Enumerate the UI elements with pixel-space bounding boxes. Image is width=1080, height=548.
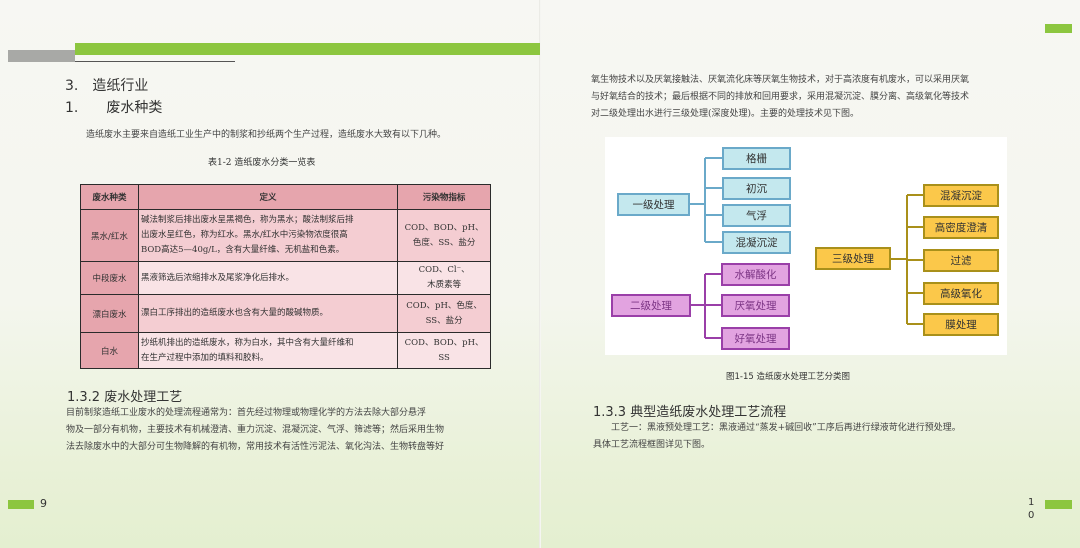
footer-bar-left xyxy=(8,500,34,509)
indicator-line: COD、pH、色度、 xyxy=(406,300,482,311)
paragraph-line: 工艺一：黑液预处理工艺：黑液通过“蒸发+碱回收”工序后再进行绿液苛化进行预处理。 xyxy=(611,423,961,433)
definition-line: 出废水呈红色，称为红水。黑水/红水中污染物浓度很高 xyxy=(140,230,348,240)
paragraph-line: 氧生物技术以及厌氧接触法、厌氧流化床等厌氧生物技术，对于高浓度有机废水，可以采用… xyxy=(591,75,970,85)
header-bar-green xyxy=(75,43,540,55)
table-cell-indicators: COD、pH、色度、 SS、盐分 xyxy=(397,294,491,333)
table-header: 污染物指标 xyxy=(397,184,491,210)
footer-bar-right xyxy=(1045,500,1072,509)
typical-process-paragraph: 工艺一：黑液预处理工艺：黑液通过“蒸发+碱回收”工序后再进行绿液苛化进行预处理。… xyxy=(593,420,961,454)
treatment-classification-diagram: 一级处理 格栅 初沉 气浮 混凝沉淀 二级处理 水解酸化 厌氧处理 好氧处理 三… xyxy=(605,137,1007,355)
table-cell-indicators: COD、BOD、pH、 色度、SS、盐分 xyxy=(397,209,491,262)
paragraph-line: 对二级处理出水进行三级处理(深度处理)。主要的处理技术见下图。 xyxy=(591,109,860,119)
level2-item-box: 好氧处理 xyxy=(721,327,790,350)
level3-item-box: 过滤 xyxy=(923,249,999,272)
level3-item-box: 高密度澄清 xyxy=(923,216,999,239)
definition-line: 黑液筛选后浓缩排水及尾浆净化后排水。 xyxy=(140,272,294,283)
level3-item-box: 高级氧化 xyxy=(923,282,999,305)
table-cell-type: 中段废水 xyxy=(80,261,139,295)
indicator-line: COD、Cl⁻、 xyxy=(418,265,470,275)
table-cell-definition: 黑液筛选后浓缩排水及尾浆净化后排水。 xyxy=(137,261,399,295)
treatment-paragraph: 目前制浆造纸工业废水的处理流程通常为：首先经过物理或物理化学的方法去除大部分悬浮… xyxy=(66,405,444,456)
level1-item-box: 格栅 xyxy=(722,147,791,170)
level3-box: 三级处理 xyxy=(815,247,891,270)
table-row: 黑水/红水 碱法制浆后排出废水呈黑褐色，称为黑水；酸法制浆后排 出废水呈红色，称… xyxy=(80,209,491,262)
level1-item-box: 初沉 xyxy=(722,177,791,200)
intro-paragraph: 造纸废水主要来自造纸工业生产中的制浆和抄纸两个生产过程，造纸废水大致有以下几种。 xyxy=(86,130,447,140)
page-number-right: 1 0 xyxy=(1028,497,1035,521)
table-cell-type: 漂白废水 xyxy=(80,294,139,333)
paragraph-line: 与好氧结合的技术；最后根据不同的排放和回用要求，采用混凝沉淀、膜分离、高级氧化等… xyxy=(591,92,970,102)
definition-line: 抄纸机排出的造纸废水，称为白水，其中含有大量纤维和 xyxy=(140,337,354,348)
indicator-line: 木质素等 xyxy=(427,280,462,290)
definition-line: 在生产过程中添加的填料和胶料。 xyxy=(140,352,269,363)
table-caption: 表1-2 造纸废水分类一览表 xyxy=(208,158,316,168)
indicator-line: 色度、SS、盐分 xyxy=(412,237,476,248)
heading-typical-process: 1.3.3 典型造纸废水处理工艺流程 xyxy=(593,405,787,420)
figure-caption: 图1-15 造纸废水处理工艺分类图 xyxy=(726,372,850,382)
indicator-line: SS xyxy=(438,352,450,363)
table-cell-type: 白水 xyxy=(80,332,139,369)
table-header: 废水种类 xyxy=(80,184,139,210)
header-rule xyxy=(75,61,235,62)
indicator-line: COD、BOD、pH、 xyxy=(404,222,484,233)
header-bar-right xyxy=(1045,24,1072,33)
level2-box: 二级处理 xyxy=(611,294,691,317)
table-header: 定义 xyxy=(137,184,399,210)
table-header-row: 废水种类 定义 污染物指标 xyxy=(80,184,491,210)
definition-line: 碱法制浆后排出废水呈黑褐色，称为黑水；酸法制浆后排 xyxy=(140,215,354,225)
indicator-line: SS、盐分 xyxy=(425,315,463,326)
page-number-left: 9 xyxy=(40,497,47,510)
paragraph-line: 物及一部分有机物，主要技术有机械澄清、重力沉淀、混凝沉淀、气浮、筛滤等；然后采用… xyxy=(66,425,445,435)
level3-item-box: 膜处理 xyxy=(923,313,999,336)
table-cell-indicators: COD、BOD、pH、 SS xyxy=(397,332,491,369)
paragraph-line: 具体工艺流程框图详见下图。 xyxy=(593,440,711,450)
level3-item-box: 混凝沉淀 xyxy=(923,184,999,207)
level2-item-box: 水解酸化 xyxy=(721,263,790,286)
table-cell-indicators: COD、Cl⁻、 木质素等 xyxy=(397,261,491,295)
book-spine xyxy=(539,0,541,548)
diagram-connectors xyxy=(690,157,923,339)
table-cell-type: 黑水/红水 xyxy=(80,209,139,262)
table-row: 白水 抄纸机排出的造纸废水，称为白水，其中含有大量纤维和 在生产过程中添加的填料… xyxy=(80,332,491,369)
heading-industry: 3. 造纸行业 xyxy=(65,78,149,94)
heading-wastewater-types: 1. 废水种类 xyxy=(65,100,163,116)
table-cell-definition: 漂白工序排出的造纸废水也含有大量的酸碱物质。 xyxy=(137,294,399,333)
wastewater-table: 废水种类 定义 污染物指标 黑水/红水 碱法制浆后排出废水呈黑褐色，称为黑水；酸… xyxy=(80,184,491,369)
definition-line: BOD高达5—40g/L，含有大量纤维、无机盐和色素。 xyxy=(140,245,345,255)
indicator-line: COD、BOD、pH、 xyxy=(404,337,484,348)
level1-box: 一级处理 xyxy=(617,193,690,216)
paragraph-line: 法去除废水中的大部分可生物降解的有机物，常用技术有活性污泥法、氧化沟法、生物转盘… xyxy=(66,442,445,452)
level2-item-box: 厌氧处理 xyxy=(721,294,790,317)
heading-treatment-process: 1.3.2 废水处理工艺 xyxy=(67,390,183,405)
paragraph-line: 目前制浆造纸工业废水的处理流程通常为：首先经过物理或物理化学的方法去除大部分悬浮 xyxy=(66,408,427,418)
table-row: 漂白废水 漂白工序排出的造纸废水也含有大量的酸碱物质。 COD、pH、色度、 S… xyxy=(80,294,491,333)
table-cell-definition: 碱法制浆后排出废水呈黑褐色，称为黑水；酸法制浆后排 出废水呈红色，称为红水。黑水… xyxy=(137,209,399,262)
definition-line: 漂白工序排出的造纸废水也含有大量的酸碱物质。 xyxy=(140,308,328,318)
level1-item-box: 混凝沉淀 xyxy=(722,231,791,254)
table-row: 中段废水 黑液筛选后浓缩排水及尾浆净化后排水。 COD、Cl⁻、 木质素等 xyxy=(80,261,491,295)
table-cell-definition: 抄纸机排出的造纸废水，称为白水，其中含有大量纤维和 在生产过程中添加的填料和胶料… xyxy=(137,332,399,369)
continued-paragraph: 氧生物技术以及厌氧接触法、厌氧流化床等厌氧生物技术，对于高浓度有机废水，可以采用… xyxy=(591,72,969,123)
header-bar-gray xyxy=(8,50,75,62)
level1-item-box: 气浮 xyxy=(722,204,791,227)
